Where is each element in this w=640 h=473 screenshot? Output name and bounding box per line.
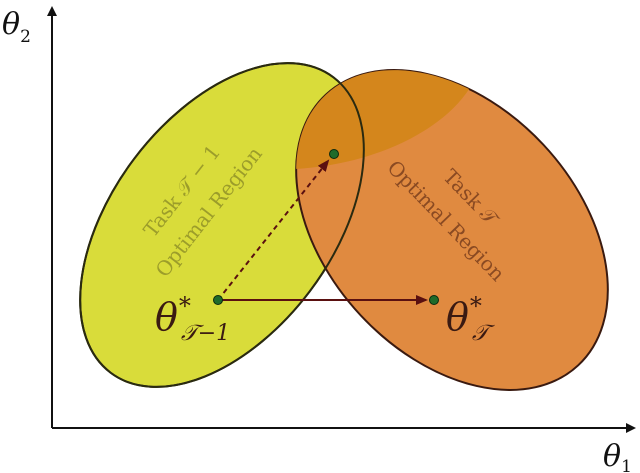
region-overlap xyxy=(296,70,495,188)
region-task-t-minus-1-outline xyxy=(79,62,365,388)
dashed-arrow-to-overlap xyxy=(217,159,330,301)
label-theta-prev: θ*𝒯−1 xyxy=(155,292,230,346)
point-theta-prev xyxy=(213,295,223,305)
y-axis-label: θ2 xyxy=(2,7,31,47)
x-axis-label: θ1 xyxy=(603,439,632,473)
label-theta-curr: θ*𝒯 xyxy=(446,292,496,346)
point-overlap-optimum xyxy=(329,149,339,159)
point-theta-curr xyxy=(429,295,439,305)
